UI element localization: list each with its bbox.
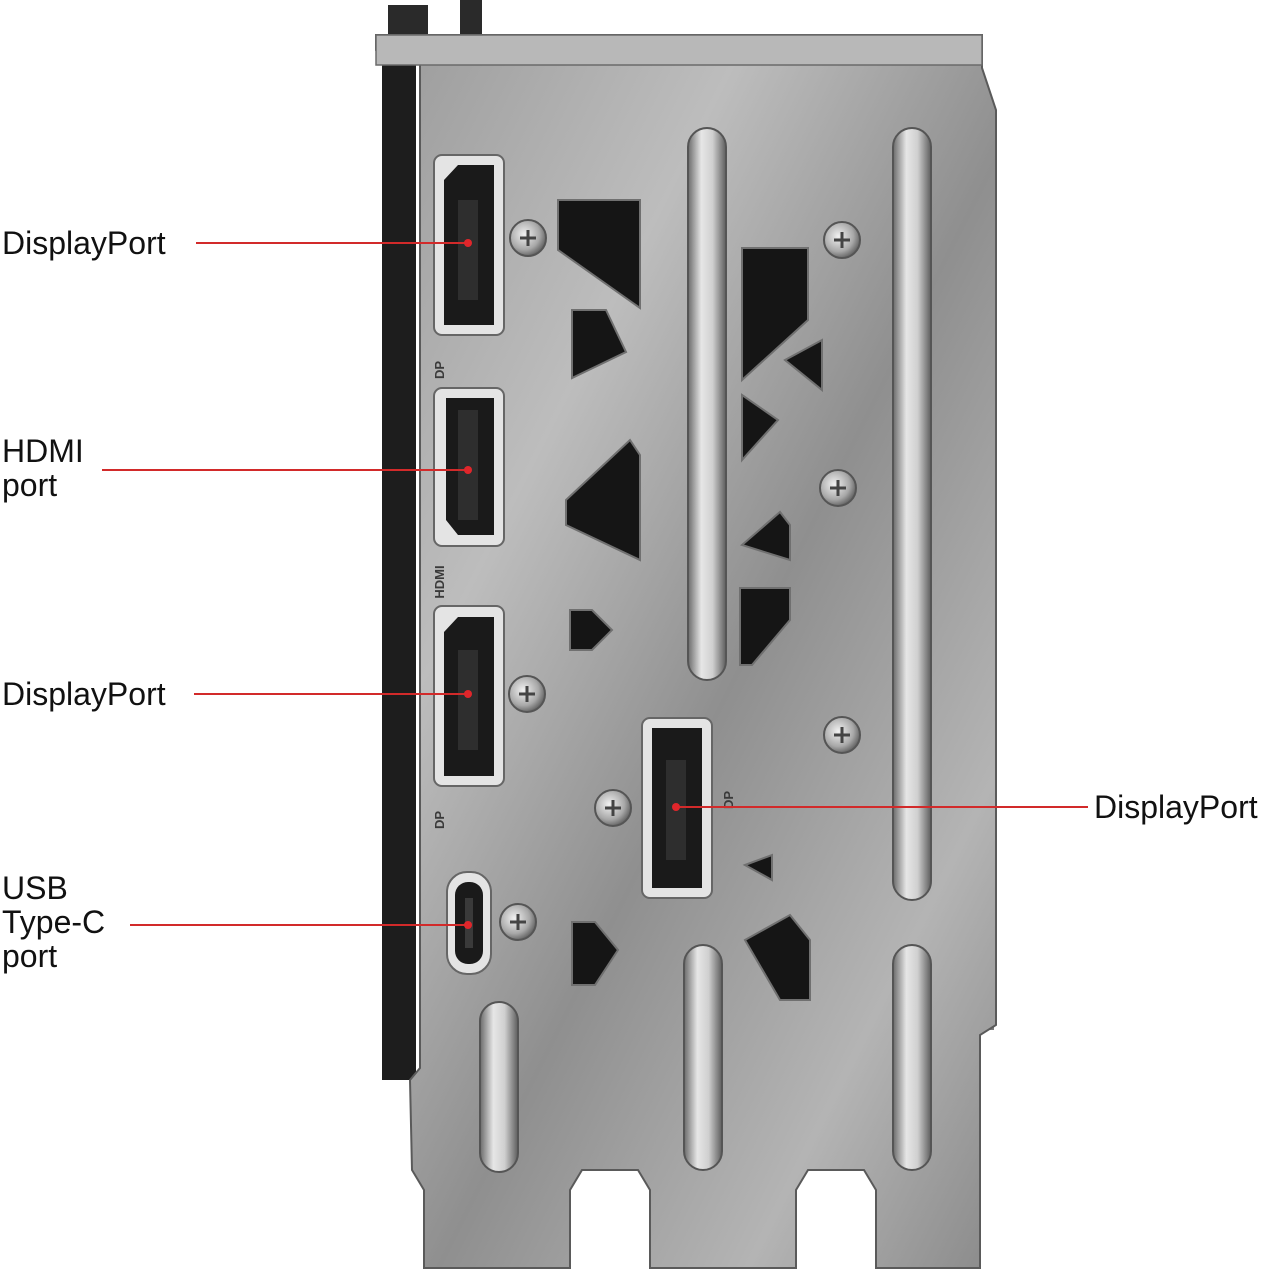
callout-line: DisplayPort [2,225,166,261]
leader-dot-displayport-2 [464,690,472,698]
bracket-plate [375,34,997,1269]
screw-icon [819,469,857,507]
leader-line-displayport-2 [194,693,468,695]
port-marking-dp1: DP [432,361,447,379]
screw-icon [823,716,861,754]
bracket-screws [499,219,861,941]
callout-label-displayport-2: DisplayPort [2,677,166,711]
screw-icon [509,219,547,257]
screw-icon [499,903,537,941]
callout-line: port [2,938,58,974]
callout-line: USB [2,870,68,906]
port-markings: DP HDMI DP DP [432,361,736,829]
leader-dot-displayport-3 [672,803,680,811]
port-marking-dp3: DP [721,791,736,809]
callout-line: Type-C [2,904,106,940]
callout-line: DisplayPort [1094,789,1258,825]
leader-dot-hdmi [464,466,472,474]
vent-cutouts [557,199,823,1001]
leader-dot-displayport-1 [464,239,472,247]
leader-dot-usb-type-c [464,921,472,929]
leader-line-displayport-3 [676,806,1088,808]
callout-label-displayport-1: DisplayPort [2,226,166,260]
leader-line-usb-type-c [130,924,468,926]
screw-icon [594,789,632,827]
callout-label-hdmi: HDMI port [2,434,84,502]
callout-line: HDMI [2,433,84,469]
callout-line: port [2,467,58,503]
callout-label-displayport-3: DisplayPort [1094,790,1258,824]
port-marking-hdmi: HDMI [432,565,447,598]
callout-label-usb-type-c: USB Type-C port [2,871,105,973]
leader-line-displayport-1 [196,242,468,244]
screw-icon [508,675,546,713]
ventilation-ribs [479,127,932,1173]
leader-line-hdmi [102,469,468,471]
screw-icon [823,221,861,259]
callout-line: DisplayPort [2,676,166,712]
port-marking-dp2: DP [432,811,447,829]
